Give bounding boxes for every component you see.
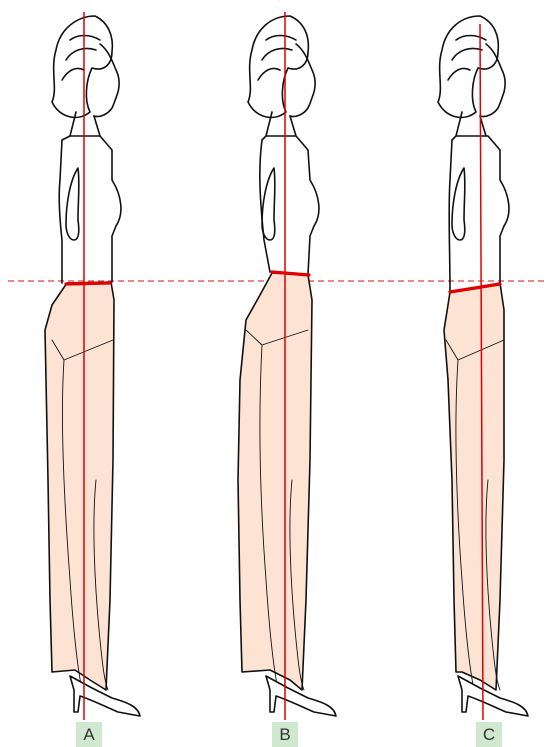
face-c — [480, 44, 505, 117]
hair-strand-b — [258, 36, 296, 81]
figure-b — [238, 16, 336, 716]
skirt-a — [45, 282, 114, 690]
torso-b — [260, 136, 319, 274]
skirt-b — [238, 273, 312, 690]
figure-label-c: C — [476, 722, 502, 747]
hair-c — [438, 16, 498, 117]
figure-label-a: A — [76, 722, 102, 747]
arm-b — [262, 168, 275, 240]
hair-a — [52, 16, 112, 117]
arm-a — [66, 168, 79, 240]
hair-b — [248, 16, 308, 117]
face-b — [290, 44, 315, 117]
figure-label-b: B — [272, 722, 298, 747]
hair-strand-a — [62, 36, 100, 81]
waistband-a — [66, 283, 110, 284]
face-a — [94, 44, 119, 117]
torso-c — [449, 136, 509, 292]
figure-a — [45, 16, 140, 716]
torso-a — [59, 136, 121, 283]
arm-c — [452, 168, 465, 240]
